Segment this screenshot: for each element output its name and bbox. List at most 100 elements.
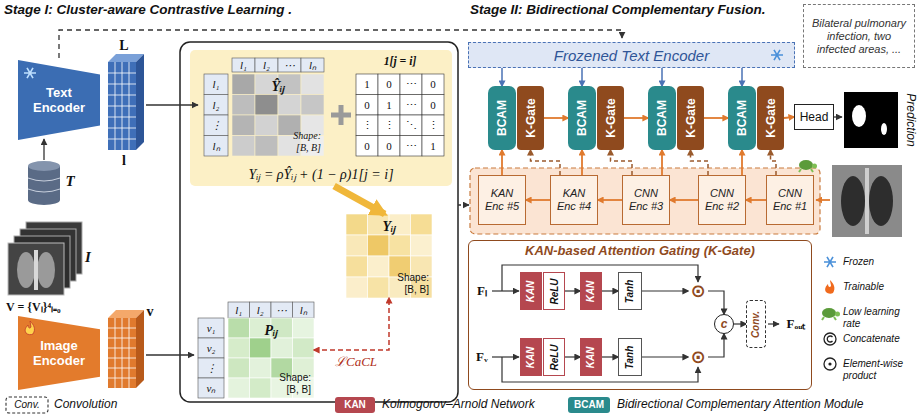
diagram-label: Fₒᵤₜ: [787, 317, 806, 332]
relu-box: ReLU: [543, 338, 565, 376]
input-arrow: [816, 199, 830, 201]
kgate-block: K-Gate: [757, 86, 784, 150]
product-symbol: ⊙: [688, 347, 708, 367]
xray-image: [832, 165, 902, 237]
matrix-header: [198, 318, 224, 338]
prediction-mask: [881, 123, 887, 135]
node-text: K-Gate: [604, 98, 618, 137]
matrix-header: [204, 95, 228, 116]
diagram-label: KAN: [344, 399, 366, 411]
target-matrix: YᵢⱼShape:[B, B]: [346, 214, 432, 298]
legend-icon: [822, 257, 840, 370]
database-icon: [28, 178, 60, 192]
legend-icon: [825, 280, 834, 294]
relu-box: ReLU: [543, 272, 565, 310]
matrix-grid: [422, 115, 444, 136]
xray-stack: [8, 222, 82, 295]
diagram-label: ⋮: [362, 119, 373, 132]
matrix-grid: [356, 74, 444, 156]
diagram-label: Stage II: Bidirectional Complementary Fu…: [470, 2, 766, 18]
kan-box: KAN: [580, 338, 602, 376]
diagram-label: v₁: [207, 322, 216, 335]
matrix-grid: [378, 115, 400, 136]
prediction-matrix: PᵢⱼShape:[B, B]: [228, 318, 314, 398]
diagram-label: ⋮: [211, 119, 222, 132]
legend-icon: [824, 333, 836, 345]
diagram-label: Fₗ: [477, 284, 487, 299]
connector: [741, 68, 743, 86]
matrix-grid: [301, 95, 324, 116]
diagram-label: v₂: [207, 342, 216, 355]
plus-symbol: [331, 105, 351, 125]
diagram-label: Conv.: [14, 399, 39, 411]
diagram-label: 0: [364, 98, 370, 111]
encoder-box: KANEnc #5: [478, 175, 526, 225]
xray-stack: [34, 250, 38, 290]
matrix-grid: [228, 358, 250, 378]
diagram-label: ⋮: [384, 119, 395, 132]
legend-text: Convolution: [54, 398, 117, 412]
matrix-grid: [255, 95, 278, 116]
diagram-label: l₁: [240, 59, 247, 72]
diagram-label: ⋮: [428, 119, 439, 132]
node-text: KAN: [585, 280, 596, 302]
prediction-mask: [844, 92, 898, 148]
xray-stack: [37, 252, 55, 288]
matrix-grid: [400, 115, 422, 136]
kan-box: KAN: [580, 272, 602, 310]
node-text: Text Encoder: [29, 85, 89, 115]
matrix-grid: [400, 136, 422, 157]
matrix-grid: [228, 338, 250, 358]
matrix-grid: [271, 338, 293, 358]
node-text: Head: [800, 110, 829, 124]
database-icon: [28, 161, 60, 205]
matrix-header: [255, 58, 278, 72]
matrix-grid: [368, 277, 390, 298]
diagram-label: 1: [364, 78, 370, 91]
node-text: c: [721, 318, 728, 331]
matrix-header: [271, 302, 293, 318]
legend-icon: [822, 317, 836, 320]
encoder-trapezoid: Image Encoder: [18, 316, 100, 390]
matrix-grid: [346, 214, 432, 298]
matrix-header: [204, 115, 228, 136]
feature-cube: [108, 318, 136, 388]
node-text: BCAM: [575, 100, 589, 136]
xray-image: [865, 168, 869, 234]
node-text: Shape:: [279, 372, 311, 384]
frozen-encoder-box: Frozened Text Encoder: [468, 42, 795, 68]
legend-text: Concatenate: [843, 333, 917, 345]
matrix-grid: [232, 115, 255, 136]
xray-stack: [8, 243, 64, 295]
matrix-grid: [293, 338, 315, 358]
matrix-grid: [293, 318, 315, 338]
label-mixing-fill: [190, 50, 452, 186]
node-text: KAN: [525, 346, 536, 368]
node-text: Enc #5: [485, 200, 519, 213]
legend-text: Kolmogorov–Arnold Network: [382, 398, 535, 412]
legend-icon: [824, 257, 836, 267]
matrix-header: [204, 74, 228, 95]
connector: [734, 323, 746, 324]
diagram-label: ⋱: [406, 119, 417, 132]
encoder-box: CNNEnc #1: [766, 175, 814, 225]
gate-wire: [492, 356, 519, 357]
product-symbol: ⊙: [688, 281, 708, 301]
node-text: Enc #2: [705, 200, 739, 213]
matrix-header: [204, 74, 228, 156]
connector: [670, 199, 698, 201]
diagram-label: T: [65, 173, 74, 190]
node-shape: [25, 321, 34, 335]
node-text: Yᵢⱼ: [383, 216, 396, 235]
gate-wire: [492, 265, 779, 382]
transfer-arrow: [458, 204, 469, 205]
diagram-label: lₙ: [212, 139, 219, 152]
node-text: CNN: [634, 187, 658, 200]
legend-icon: [824, 358, 836, 370]
kgate-detail-panel: KAN-based Attention Gating (K-Gate)KANRe…: [468, 240, 812, 390]
node-text: Pᵢⱼ: [265, 320, 278, 339]
matrix-grid: [232, 136, 255, 157]
flow-arrow: [43, 139, 44, 160]
diagram-label: Stage I: Cluster-aware Contrastive Learn…: [4, 2, 292, 18]
